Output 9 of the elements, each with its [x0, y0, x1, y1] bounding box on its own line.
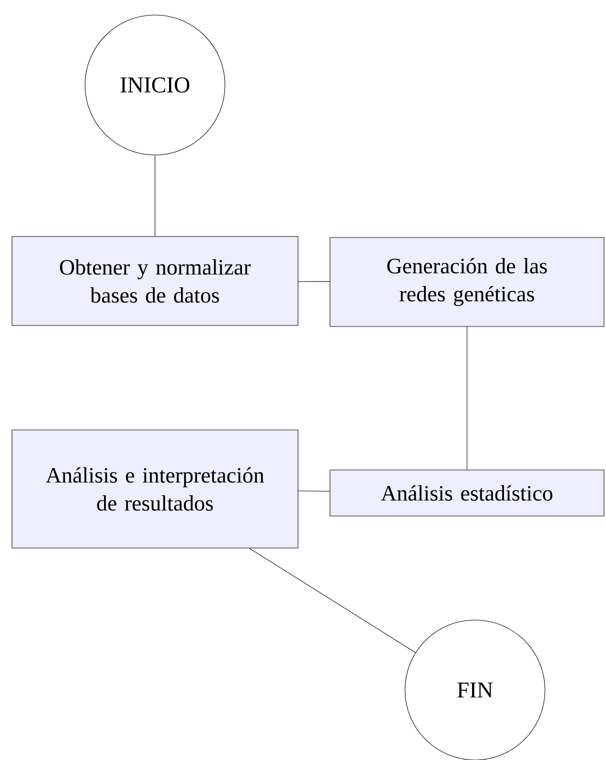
process-box: Análisis estadístico — [330, 470, 604, 516]
process-box: Análisis e interpretación de resultados — [12, 430, 298, 548]
process-box: Obtener y normalizar bases de datos — [12, 236, 298, 326]
process-box: Generación de las redes genéticas — [330, 237, 604, 327]
connector-line — [249, 548, 416, 653]
connector-line — [154, 155, 156, 236]
connector-line — [466, 326, 468, 470]
connector-line — [298, 490, 330, 492]
connector-line — [298, 281, 330, 282]
